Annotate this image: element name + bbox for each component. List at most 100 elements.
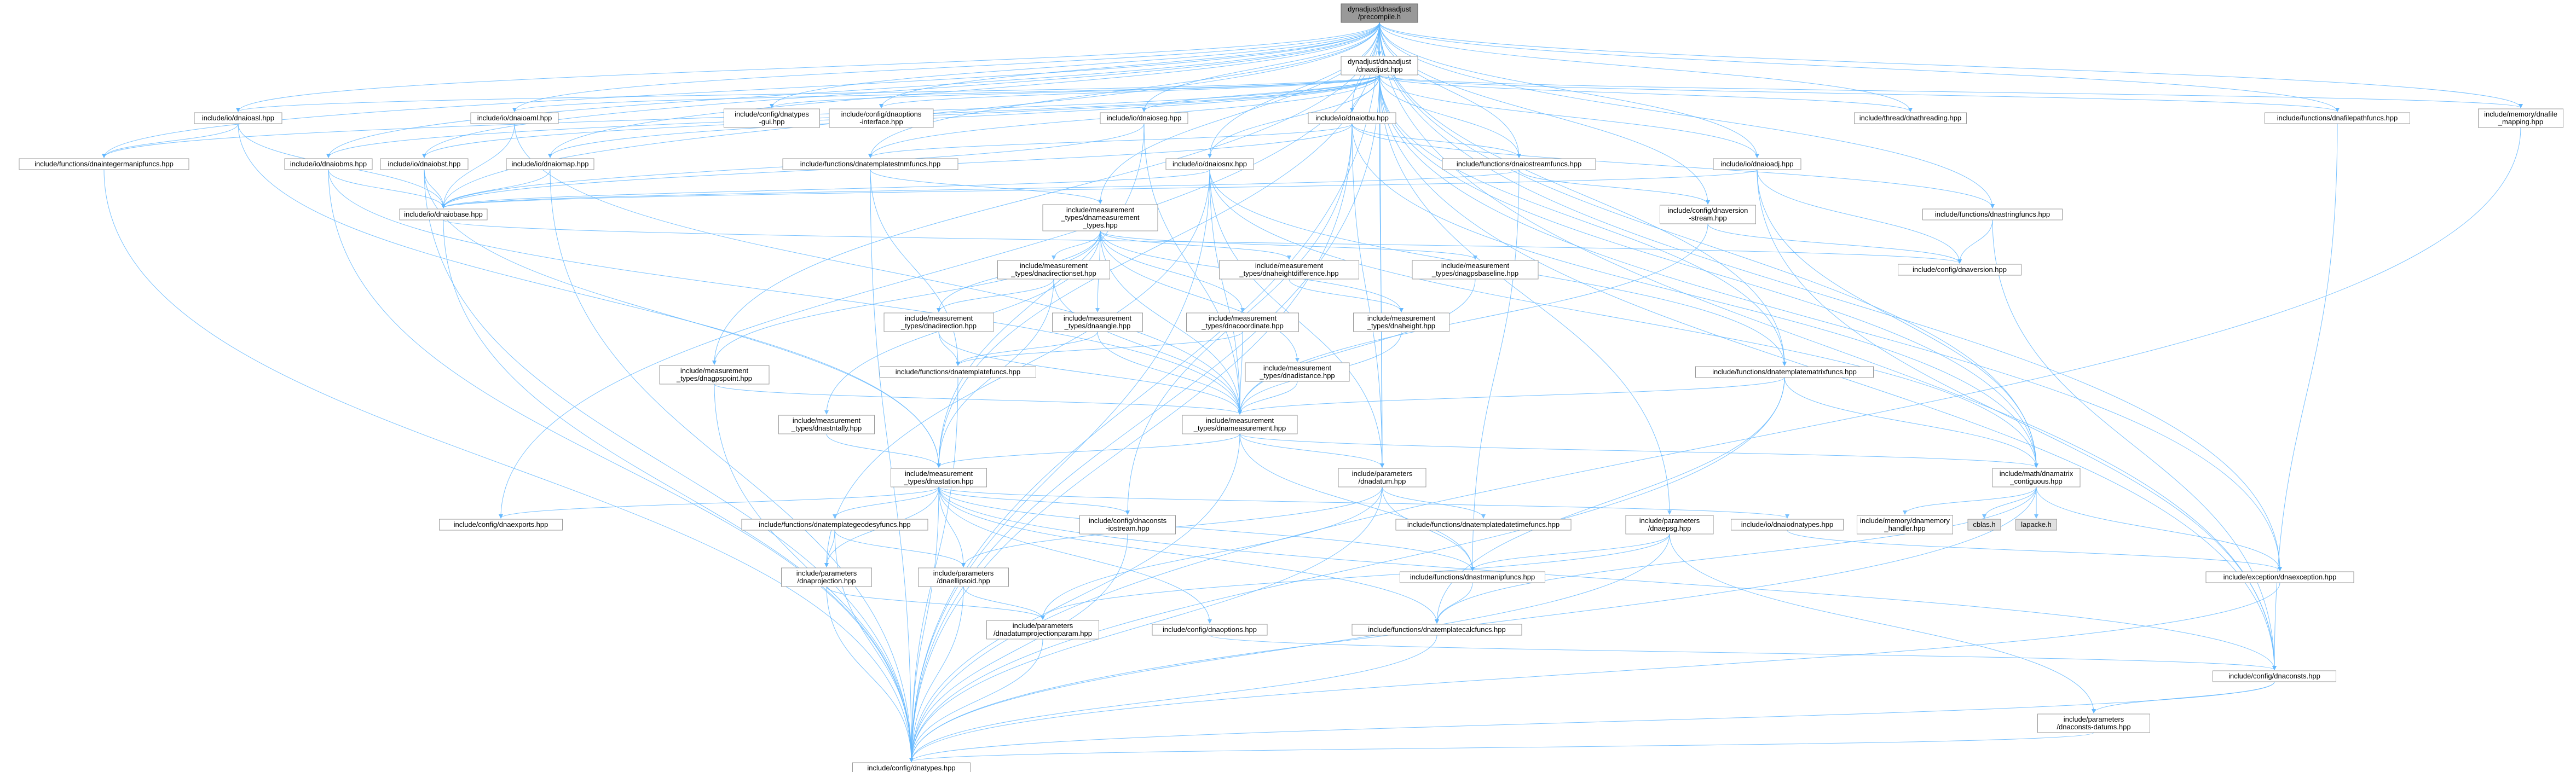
node-dnatemplatecalcfuncs[interactable]: include/functions/dnatemplatecalcfuncs.h… [1351,624,1522,636]
node-dnaellipsoid[interactable]: include/parameters/dnaellipsoid.hpp [918,567,1009,587]
node-dnaoptions[interactable]: include/config/dnaoptions.hpp [1152,624,1268,636]
edge-dnaiostreamfuncs-to-dnastrmanipfuncs [1470,169,1520,571]
node-label-line: _mapping.hpp [2498,118,2543,126]
node-dnatypes[interactable]: include/config/dnatypes.hpp [852,762,971,772]
node-dnaioseg[interactable]: include/io/dnaioseg.hpp [1100,112,1188,124]
edge-dnaoptions-to-dnaconsts [1209,635,2277,670]
edge-dnaiostreamfuncs-to-dnaiobase [441,169,1520,208]
node-box [1695,366,1874,378]
node-label-line: include/measurement [1441,262,1510,270]
node-dnaioaml[interactable]: include/io/dnaioaml.hpp [470,112,559,124]
node-box [1400,571,1545,583]
edge-dnastringfuncs-to-dnaversion [1957,219,1993,264]
node-dnadatum[interactable]: include/parameters/dnadatum.hpp [1338,468,1426,487]
edge-dnadatum-to-dnatemplatedatetimefuncs [1382,486,1486,519]
node-dnaiostreamfuncs[interactable]: include/functions/dnaiostreamfuncs.hpp [1442,158,1596,170]
node-dnaexports[interactable]: include/config/dnaexports.hpp [439,519,563,531]
edge-dnaepsg-to-dnastrmanipfuncs [1470,533,1670,571]
edge-dnaadjust-to-dnaoptions-interface [879,74,1380,108]
node-label-line: cblas.h [1973,520,1995,529]
node-box [1042,204,1158,231]
edge-dnastation-to-dnaexports [499,486,939,519]
node-label-line: include/parameters [933,569,994,577]
node-dnatemplatefuncs[interactable]: include/functions/dnatemplatefuncs.hpp [880,366,1036,378]
node-box [782,158,958,170]
node-label-line: include/io/dnaioseg.hpp [1107,114,1182,122]
node-label-line: include/io/dnaiobase.hpp [404,210,483,218]
edge-dnagpsbaseline-to-dnameasurement [1238,278,1476,415]
edge-dnaiosnx-to-dnameasurement [1209,169,1242,415]
edge-precompile-to-dnatemplatematrixfuncs [1379,22,1787,366]
node-dnadatumprojectionparam[interactable]: include/parameters/dnadatumprojectionpar… [986,620,1099,640]
node-dnaiosnx[interactable]: include/io/dnaiosnx.hpp [1165,158,1254,170]
node-dnatypes-gui[interactable]: include/config/dnatypes-gui.hpp [724,108,820,128]
nodes-layer: dynadjust/dnaadjust/precompile.hdynadjus… [19,3,2563,772]
node-dnatemplatestnmfuncs[interactable]: include/functions/dnatemplatestnmfuncs.h… [782,158,958,170]
edge-dnaioadj-to-dnaiobase [441,169,1758,208]
edge-dnaadjust-to-dnatypes-gui [770,74,1380,108]
node-lapacke[interactable]: lapacke.h [2015,519,2057,531]
node-dnatemplatematrixfuncs[interactable]: include/functions/dnatemplatematrixfuncs… [1695,366,1874,378]
node-label-line: -iostream.hpp [1106,524,1149,532]
node-dnaiobst[interactable]: include/io/dnaiobst.hpp [380,158,469,170]
node-dnaadjust[interactable]: dynadjust/dnaadjust/dnaadjust.hpp [1341,56,1418,76]
node-dnathreading[interactable]: include/thread/dnathreading.hpp [1854,112,1967,124]
edge-dnafilepathfuncs-to-dnaconsts [2272,123,2338,670]
node-dnaioadj[interactable]: include/io/dnaioadj.hpp [1713,158,1801,170]
node-dnaconsts[interactable]: include/config/dnaconsts.hpp [2213,670,2336,682]
edge-dnaioadj-to-dnamatrix-contiguous [1757,169,2038,468]
node-dnaexception[interactable]: include/exception/dnaexception.hpp [2205,571,2354,583]
edge-dnaepsg-to-dnadatumprojectionparam [1041,533,1670,620]
node-dnamatrix-contiguous[interactable]: include/math/dnamatrix_contiguous.hpp [1992,468,2081,487]
node-cblas[interactable]: cblas.h [1967,519,2001,531]
node-dnadirection[interactable]: include/measurement_types/dnadirection.h… [883,312,994,332]
node-dnaangle[interactable]: include/measurement_types/dnaangle.hpp [1052,312,1143,332]
node-dnaiotbu[interactable]: include/io/dnaiotbu.hpp [1308,112,1396,124]
node-dnafile-mapping[interactable]: include/memory/dnafile_mapping.hpp [2478,108,2563,128]
node-dnaintegermanipfuncs[interactable]: include/functions/dnaintegermanipfuncs.h… [19,158,189,170]
node-box [781,567,872,587]
node-dnastntally[interactable]: include/measurement_types/dnastntally.hp… [778,415,875,434]
node-dnatemplategeodesyfuncs[interactable]: include/functions/dnatemplategeodesyfunc… [741,519,928,531]
node-dnatemplatedatetimefuncs[interactable]: include/functions/dnatemplatedatetimefun… [1395,519,1572,531]
node-dnadirectionset[interactable]: include/measurement_types/dnadirectionse… [997,260,1110,280]
node-dnaprojection[interactable]: include/parameters/dnaprojection.hpp [781,567,872,587]
edge-dnaadjust-to-dnafile-mapping [1379,74,2523,108]
node-dnaiodnatypes[interactable]: include/io/dnaiodnatypes.hpp [1731,519,1844,531]
node-dnaheight[interactable]: include/measurement_types/dnaheight.hpp [1353,312,1449,332]
node-label-line: _types/dnadirection.hpp [900,322,977,330]
node-dnaconsts-datums[interactable]: include/parameters/dnaconsts-datums.hpp [2037,713,2150,733]
node-dnagpspoint[interactable]: include/measurement_types/dnagpspoint.hp… [659,365,770,385]
node-dnaconsts-iostream[interactable]: include/config/dnaconsts-iostream.hpp [1079,515,1176,535]
node-dnaiobms[interactable]: include/io/dnaiobms.hpp [284,158,373,170]
node-box [880,366,1036,378]
node-dnamemory-handler[interactable]: include/memory/dnamemory_handler.hpp [1857,515,1953,535]
node-dnaepsg[interactable]: include/parameters/dnaepsg.hpp [1625,515,1714,535]
node-dnacoordinate[interactable]: include/measurement_types/dnacoordinate.… [1186,312,1299,332]
node-dnameasurement-types[interactable]: include/measurement_types/dnameasurement… [1042,204,1158,231]
edge-dnaconsts-iostream-to-dnatypes [909,533,1128,762]
node-dnaversion-stream[interactable]: include/config/dnaversion-stream.hpp [1660,205,1756,224]
node-dnameasurement[interactable]: include/measurement_types/dnameasurement… [1182,415,1298,434]
node-dnaiomap[interactable]: include/io/dnaiomap.hpp [506,158,594,170]
node-dnaversion[interactable]: include/config/dnaversion.hpp [1898,264,2021,276]
edge-dnameasurement-types-to-dnadistance [1100,230,1299,362]
edge-dnagpspoint-to-dnameasurement [714,384,1242,415]
node-box [1660,205,1756,224]
node-dnaoptions-interface[interactable]: include/config/dnaoptions-interface.hpp [829,108,934,128]
edge-dnastrmanipfuncs-to-dnatemplatecalcfuncs [1435,582,1473,624]
node-dnastringfuncs[interactable]: include/functions/dnastringfuncs.hpp [1922,208,2063,220]
edge-dnastation-to-dnaiodnatypes [938,486,1789,519]
node-label-line: include/measurement [1263,364,1332,372]
edge-dnatemplatestnmfuncs-to-dnatypes [870,169,914,762]
node-box [1165,158,1254,170]
node-dnaiobase[interactable]: include/io/dnaiobase.hpp [399,208,488,220]
node-dnadistance[interactable]: include/measurement_types/dnadistance.hp… [1245,362,1350,382]
node-dnaioasl[interactable]: include/io/dnaioasl.hpp [194,112,282,124]
node-dnastation[interactable]: include/measurement_types/dnastation.hpp [891,468,987,487]
node-dnastrmanipfuncs[interactable]: include/functions/dnastrmanipfuncs.hpp [1400,571,1545,583]
node-dnafilepathfuncs[interactable]: include/functions/dnafilepathfuncs.hpp [2265,112,2410,124]
node-dnagpsbaseline[interactable]: include/measurement_types/dnagpsbaseline… [1412,260,1539,280]
node-dnaheightdifference[interactable]: include/measurement_types/dnaheightdiffe… [1219,260,1359,280]
node-label-line: include/measurement [1206,416,1274,425]
